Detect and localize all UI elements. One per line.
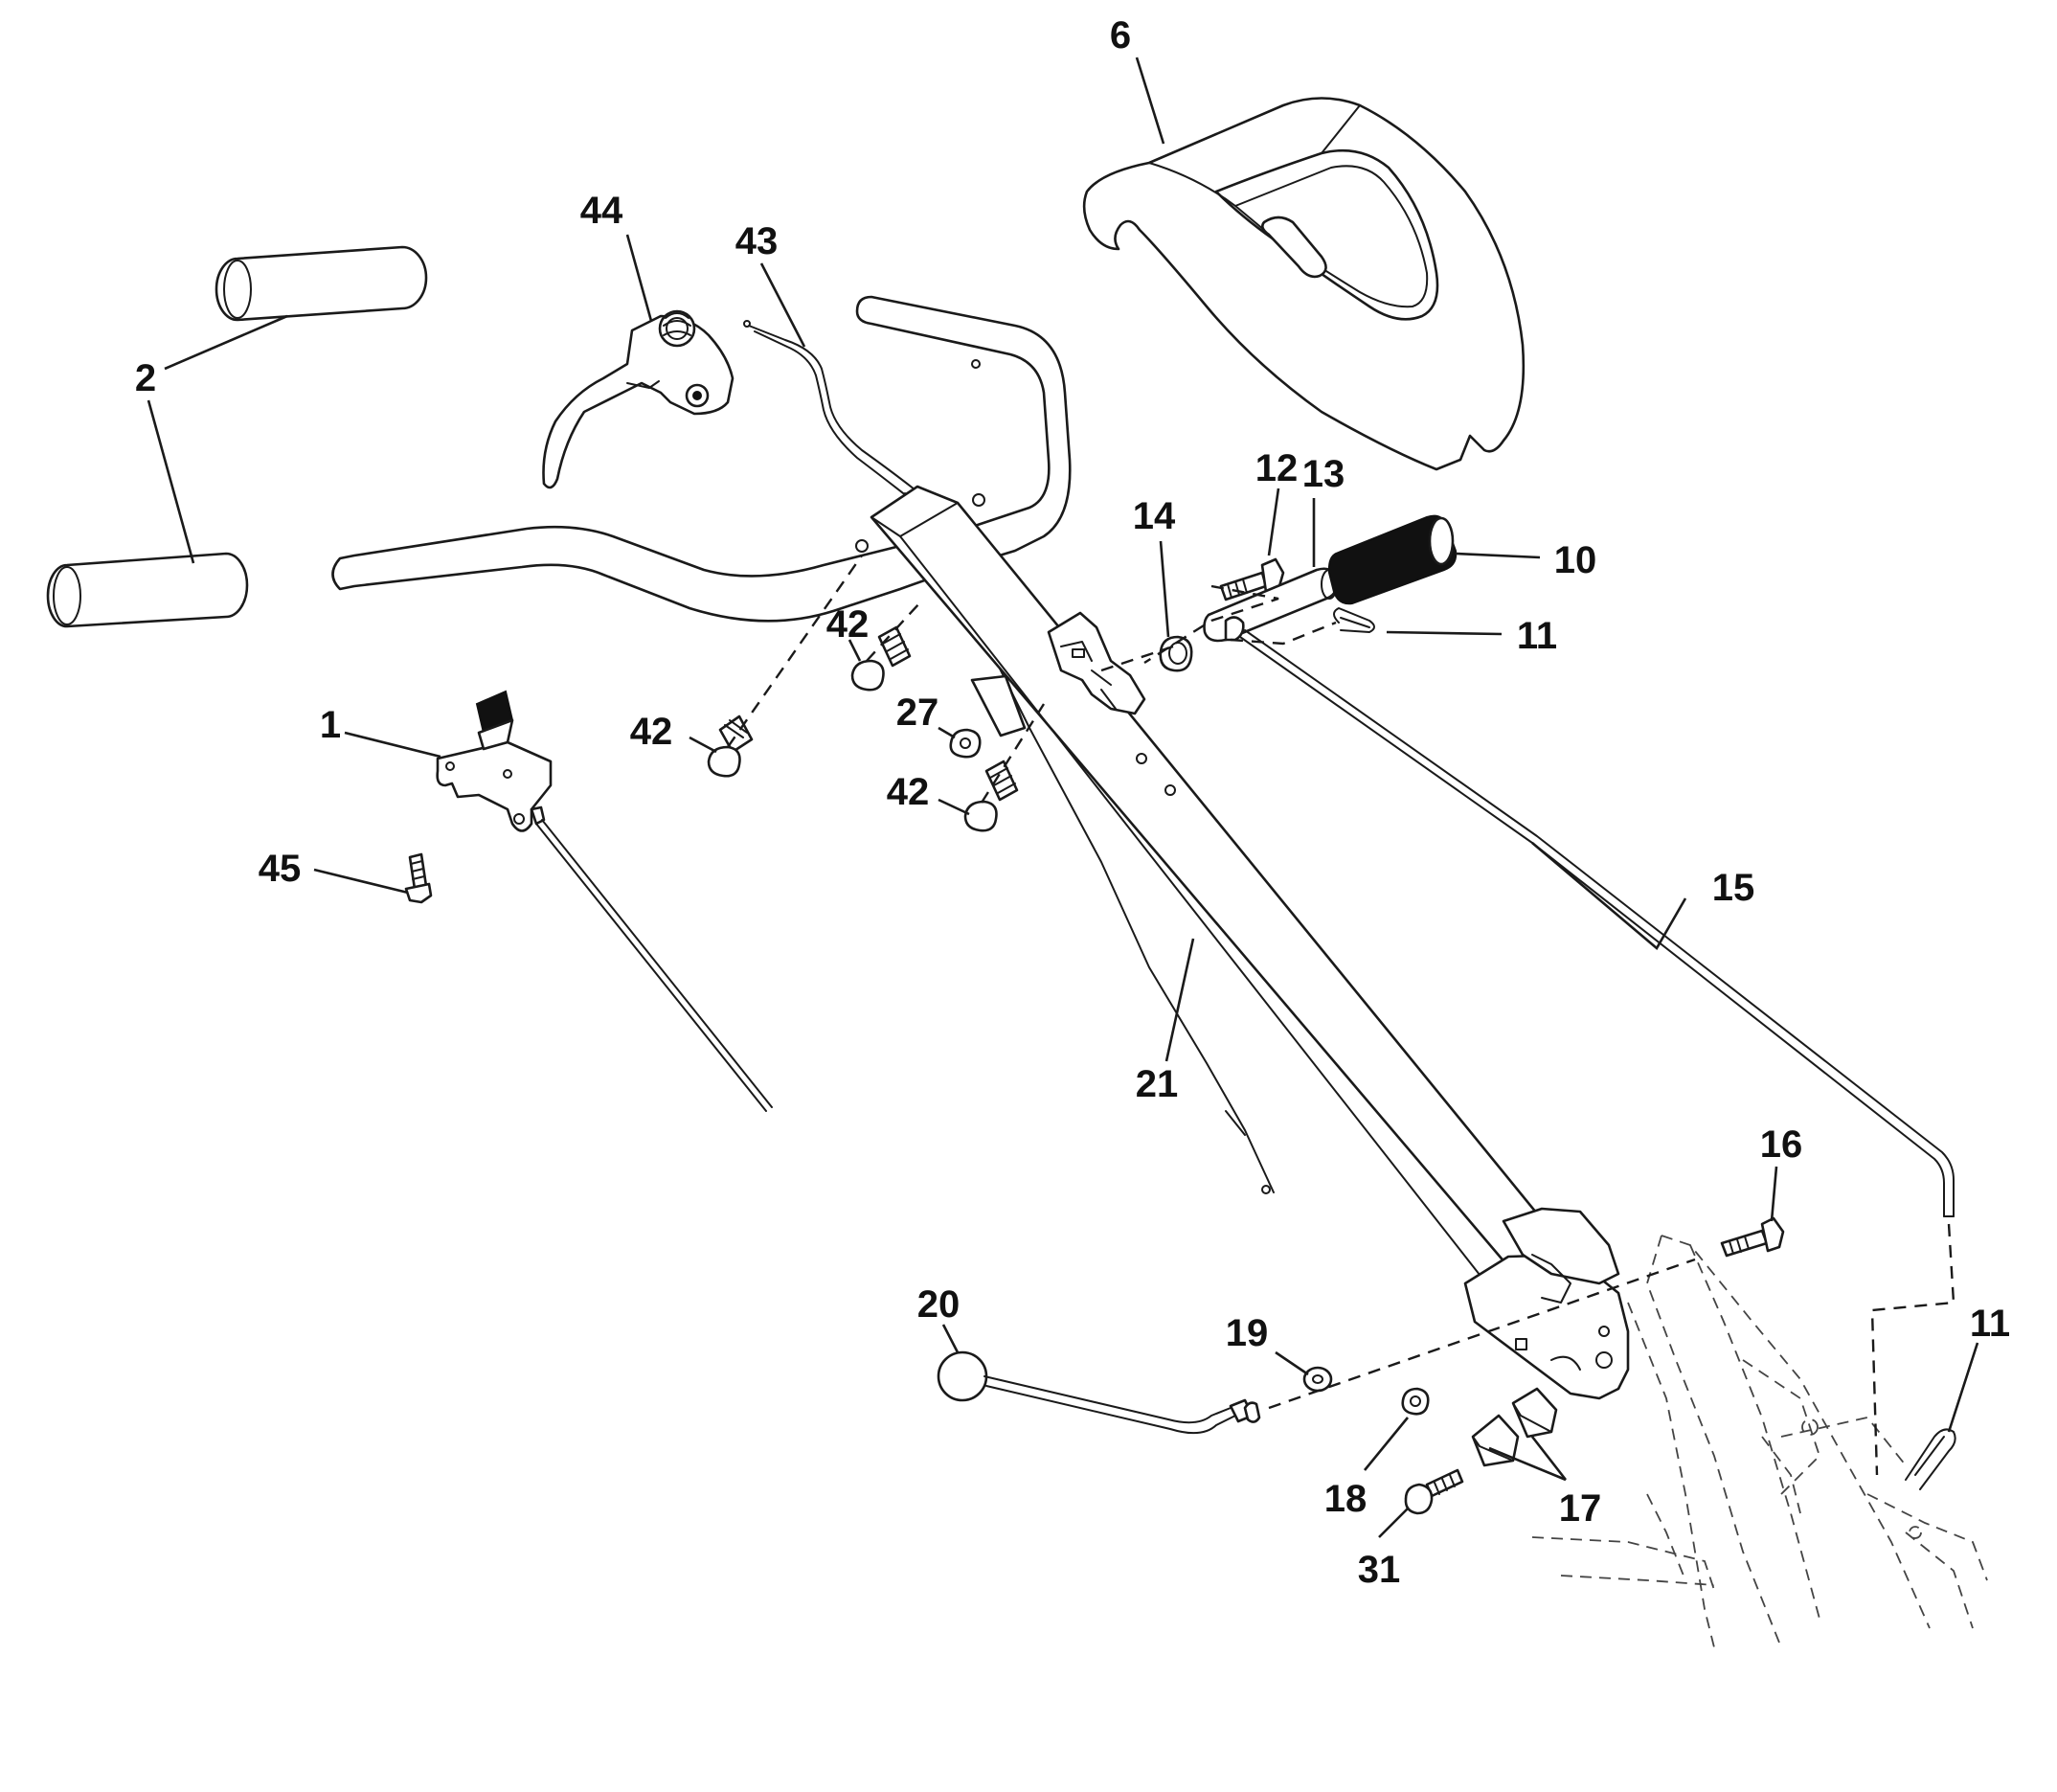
callout-31: 31 <box>1358 1549 1401 1591</box>
callout-21: 21 <box>1136 1063 1179 1105</box>
hand-grip-upper <box>215 245 428 322</box>
hex-nut-27 <box>949 728 982 759</box>
leader-lines <box>147 57 1979 1538</box>
callout-11-lower: 11 <box>1970 1303 2010 1345</box>
callout-10: 10 <box>1554 539 1597 581</box>
shift-handle-20 <box>937 1350 1261 1435</box>
callout-14: 14 <box>1133 495 1176 537</box>
callout-18: 18 <box>1324 1478 1368 1520</box>
callout-6: 6 <box>1110 14 1131 57</box>
callout-44: 44 <box>580 190 623 232</box>
spacer-14 <box>1159 635 1193 672</box>
hand-grip-lower <box>46 552 249 628</box>
callout-17: 17 <box>1559 1487 1602 1530</box>
wedge-pad-a <box>1471 1414 1520 1467</box>
callout-15: 15 <box>1712 867 1755 909</box>
callout-42-lower: 42 <box>887 771 930 813</box>
hairpin-clip-lower <box>1905 1428 1956 1490</box>
bolt-42-a <box>707 715 754 778</box>
callout-11-upper: 11 <box>1517 615 1557 657</box>
callout-labels: 6 44 43 2 12 13 14 10 11 42 27 1 42 42 4… <box>135 14 2010 1591</box>
callout-42-left: 42 <box>630 711 673 753</box>
nut-18 <box>1401 1387 1430 1416</box>
callout-42-upper: 42 <box>826 603 870 646</box>
washer-19 <box>1302 1366 1333 1393</box>
hairpin-clip-upper <box>1333 607 1375 633</box>
callout-43: 43 <box>735 220 779 262</box>
bolt-12 <box>1219 557 1285 601</box>
bolt-31 <box>1404 1468 1464 1515</box>
shift-rod-15 <box>1239 629 1955 1217</box>
control-cable <box>743 320 1275 1194</box>
wedge-pad-b <box>1511 1387 1558 1439</box>
console-cover <box>1082 97 1526 471</box>
rear-plate <box>1463 1207 1630 1400</box>
throttle-bracket <box>436 690 553 832</box>
handle-tube <box>870 485 1572 1294</box>
callout-2: 2 <box>135 357 156 399</box>
callout-1: 1 <box>320 704 341 746</box>
callout-19: 19 <box>1226 1312 1269 1354</box>
callout-12: 12 <box>1255 447 1299 489</box>
shift-bracket <box>1047 611 1146 715</box>
bolt-16 <box>1720 1216 1785 1258</box>
assembly-lines <box>727 555 1955 1476</box>
control-lever <box>542 309 735 489</box>
callout-20: 20 <box>917 1283 961 1326</box>
bolt-42-b <box>850 625 912 692</box>
bolt-42-c <box>963 760 1019 832</box>
callout-16: 16 <box>1760 1123 1803 1166</box>
throttle-rod <box>535 819 773 1112</box>
knob-grip-10 <box>1327 514 1458 605</box>
callout-13: 13 <box>1302 453 1345 495</box>
callout-27: 27 <box>896 692 939 734</box>
callout-45: 45 <box>259 848 302 890</box>
screw-45 <box>404 852 433 904</box>
